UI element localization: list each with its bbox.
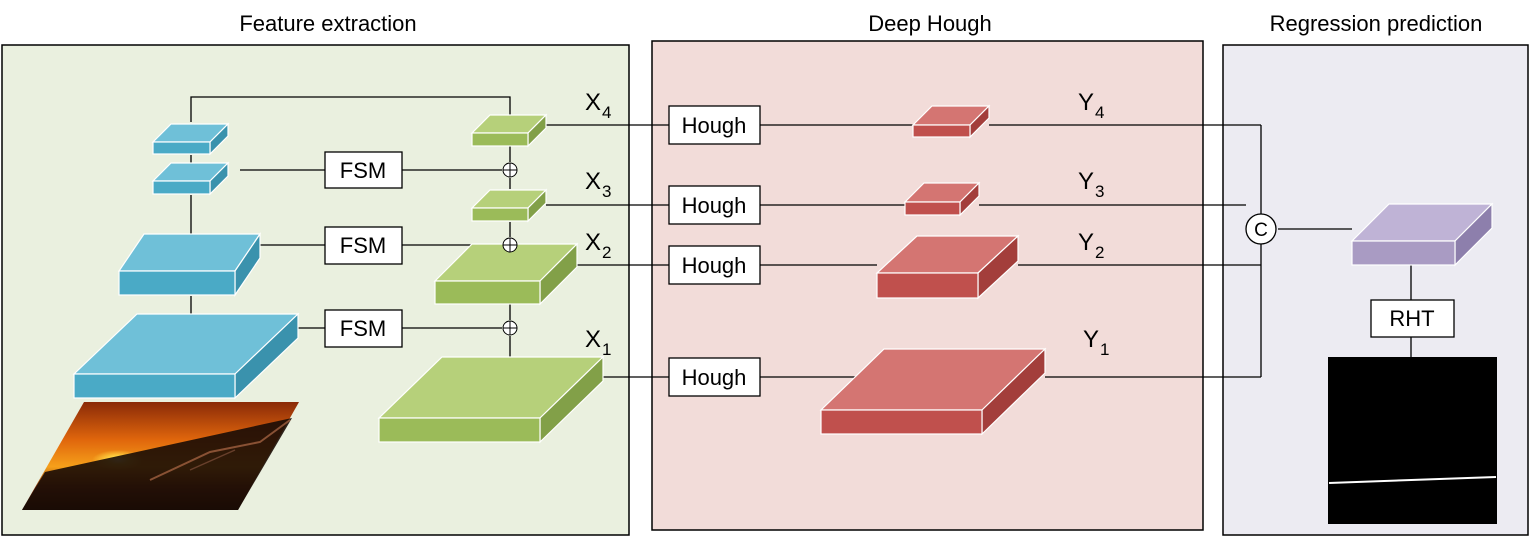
fsm-label: FSM (340, 233, 386, 258)
fsm-box-1: FSM (324, 151, 403, 189)
backbone-block-4 (151, 122, 230, 156)
pyramid-blocks (377, 113, 605, 444)
hough-block-y1 (819, 347, 1047, 436)
y-labels: Y4 Y3 Y2 Y1 (1078, 89, 1109, 359)
fsm-boxes: FSM FSM FSM (324, 151, 403, 348)
backbone-block-3 (151, 161, 230, 196)
hough-box-1: Hough (668, 357, 761, 397)
y1-label: Y1 (1083, 326, 1109, 359)
concat-symbol: C (1254, 220, 1268, 241)
hough-label: Hough (682, 113, 747, 138)
x-labels: X4 X3 X2 X1 (585, 89, 611, 359)
hough-box-3: Hough (668, 185, 761, 225)
y3-label: Y3 (1078, 168, 1104, 201)
hough-block-y4 (911, 104, 991, 139)
backbone-block-1 (72, 312, 300, 400)
x4-label: X4 (585, 89, 611, 122)
backbone-blocks (72, 122, 300, 400)
input-image (22, 402, 299, 510)
hough-label: Hough (682, 365, 747, 390)
sum-node-2 (502, 237, 518, 253)
detected-line (1328, 476, 1497, 484)
pyramid-block-x4 (470, 113, 548, 148)
hough-label: Hough (682, 253, 747, 278)
top-skip-line (190, 96, 511, 122)
regression-block (1350, 202, 1494, 267)
output-line-map (1328, 357, 1497, 524)
hough-block-y2 (875, 234, 1020, 300)
x2-label: X2 (585, 229, 611, 262)
regression-prediction-title: Regression prediction (1270, 11, 1483, 36)
fsm-label: FSM (340, 316, 386, 341)
sum-nodes (502, 162, 518, 336)
rht-label: RHT (1389, 306, 1434, 331)
hough-block-y3 (903, 181, 981, 217)
x1-label: X1 (585, 326, 611, 359)
sum-node-1 (502, 162, 518, 178)
sum-node-3 (502, 320, 518, 336)
hough-box-2: Hough (668, 245, 761, 285)
rht-box: RHT (1370, 299, 1455, 338)
deep-hough-title: Deep Hough (868, 11, 992, 36)
y2-label: Y2 (1078, 229, 1104, 262)
connection-lines (190, 96, 1412, 392)
hough-label: Hough (682, 193, 747, 218)
hough-boxes: Hough Hough Hough Hough (668, 105, 761, 397)
concat-node: C (1245, 213, 1277, 245)
hough-box-4: Hough (668, 105, 761, 145)
fsm-box-3: FSM (324, 309, 403, 348)
hough-space-blocks (819, 104, 1047, 436)
backbone-block-2 (117, 232, 262, 297)
x3-label: X3 (585, 168, 611, 201)
fsm-label: FSM (340, 158, 386, 183)
fsm-box-2: FSM (324, 226, 403, 265)
pyramid-block-x2 (433, 242, 579, 306)
pyramid-block-x3 (470, 188, 548, 223)
y4-label: Y4 (1078, 89, 1104, 122)
pyramid-block-x1 (377, 355, 605, 444)
feature-extraction-title: Feature extraction (239, 11, 416, 36)
